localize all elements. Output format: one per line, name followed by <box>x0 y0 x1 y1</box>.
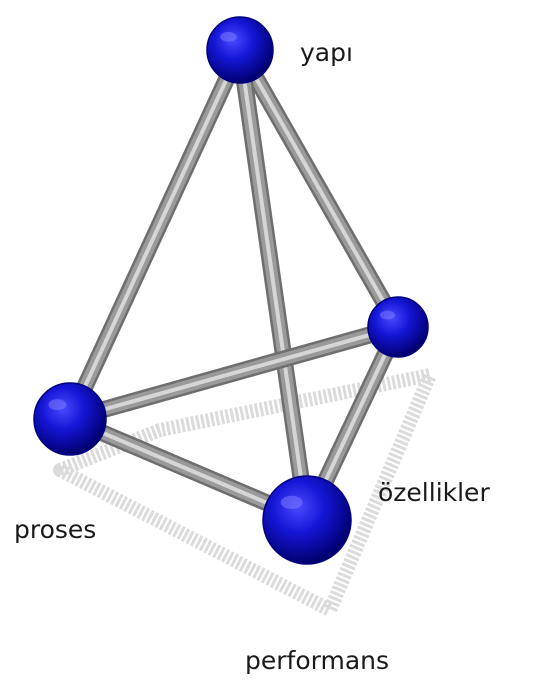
node-performans <box>262 475 352 565</box>
edge-yapi-proses <box>61 41 249 428</box>
edge-proses-ozellikler <box>61 318 407 428</box>
node-yapi <box>206 16 274 84</box>
node-ozellikler <box>367 296 429 358</box>
tetrahedron-nodes <box>33 16 429 565</box>
node-label-yapi: yapı <box>300 38 353 67</box>
edge-yapi-performans <box>231 41 316 529</box>
node-label-performans: performans <box>245 646 390 675</box>
edge-yapi-ozellikler <box>231 41 407 336</box>
node-label-ozellikler: özellikler <box>378 478 490 507</box>
node-label-proses: proses <box>14 515 97 544</box>
node-proses <box>33 382 107 456</box>
